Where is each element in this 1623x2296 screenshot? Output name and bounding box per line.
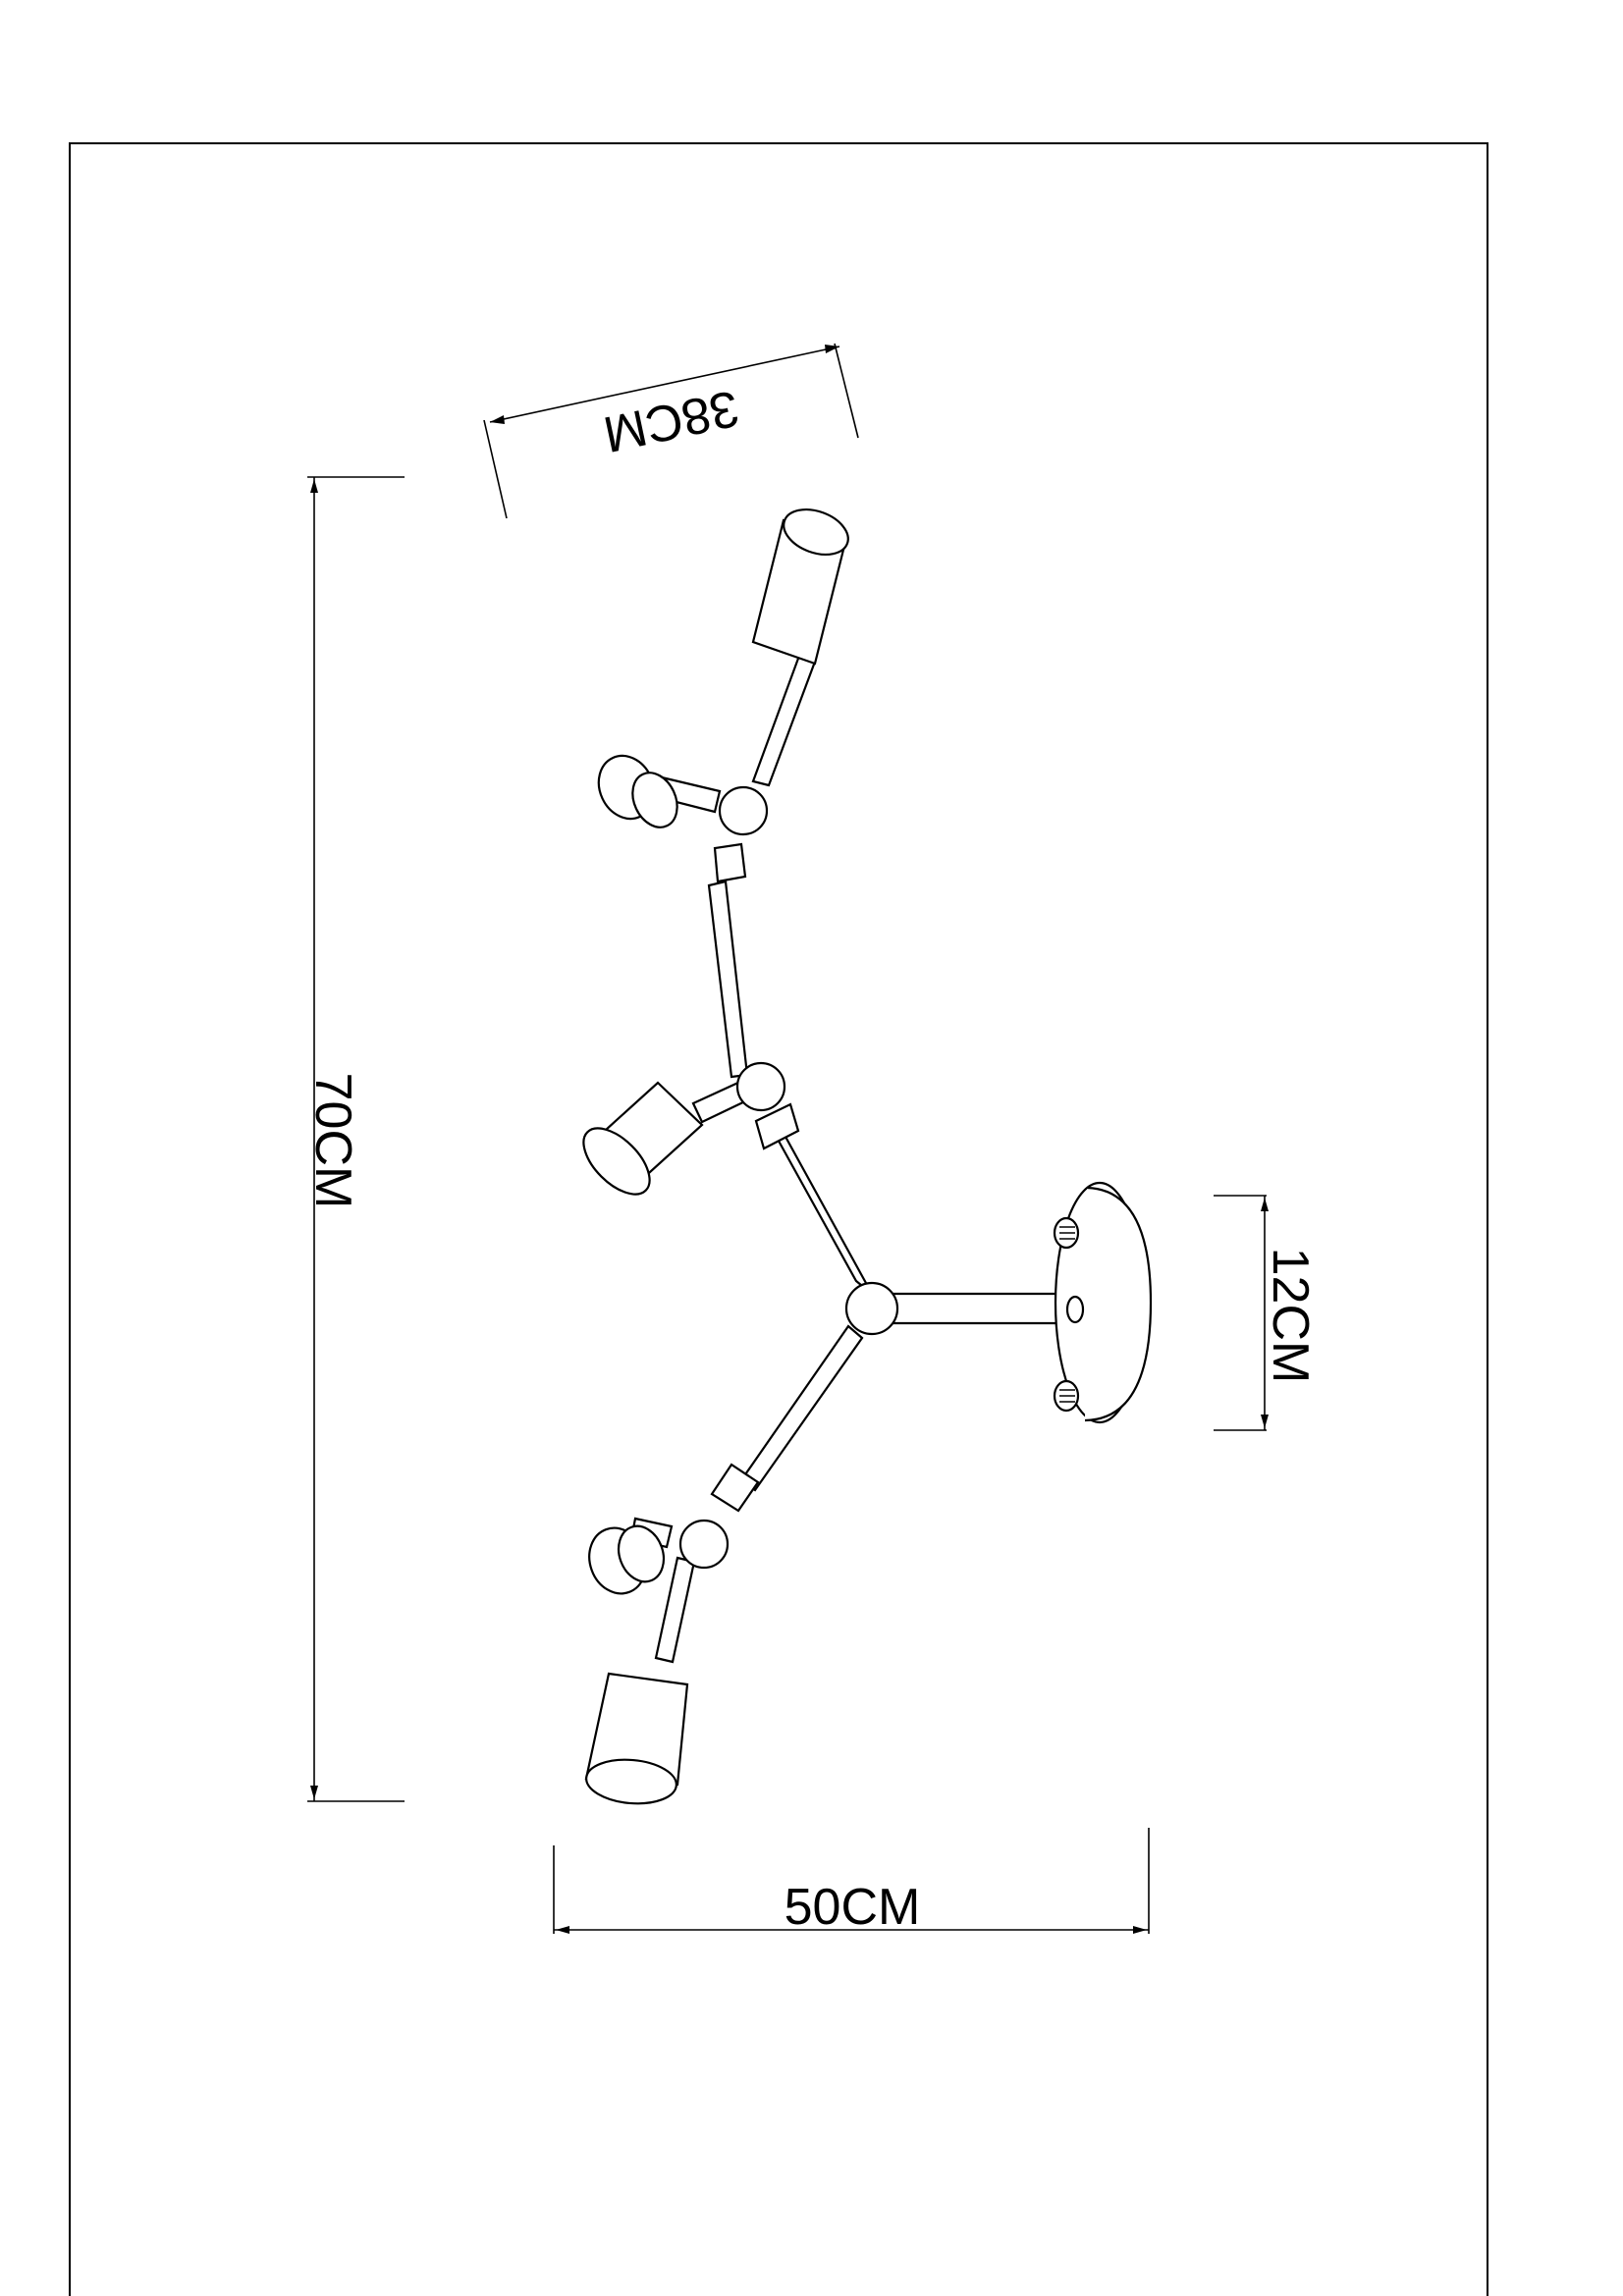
socket-lower-small	[588, 1524, 666, 1595]
dimension-label-base: 12CM	[1262, 1248, 1319, 1384]
dimension-label-arm-span: 38CM	[599, 379, 744, 463]
dimension-base: 12CM	[1214, 1195, 1319, 1431]
socket-bottom	[584, 1672, 689, 1805]
dimension-width: 50CM	[553, 1828, 1150, 1936]
lamp-joints	[678, 785, 899, 1570]
lamp-fixture	[582, 507, 1153, 1805]
socket-left	[582, 1081, 704, 1196]
base-plate	[1053, 1181, 1153, 1424]
screw-top	[1053, 1216, 1080, 1250]
drawing-frame	[69, 142, 1488, 2296]
screw-bottom	[1053, 1379, 1080, 1413]
dimension-label-height: 70CM	[304, 1073, 361, 1209]
lamp-rods	[629, 654, 1077, 1664]
dimension-height: 70CM	[304, 476, 405, 1802]
dimension-label-width: 50CM	[784, 1879, 921, 1936]
lamp-sockets	[582, 507, 849, 1805]
socket-upper-small	[597, 754, 678, 828]
dimension-arm-span: 38CM	[483, 343, 859, 519]
socket-top	[751, 507, 849, 666]
